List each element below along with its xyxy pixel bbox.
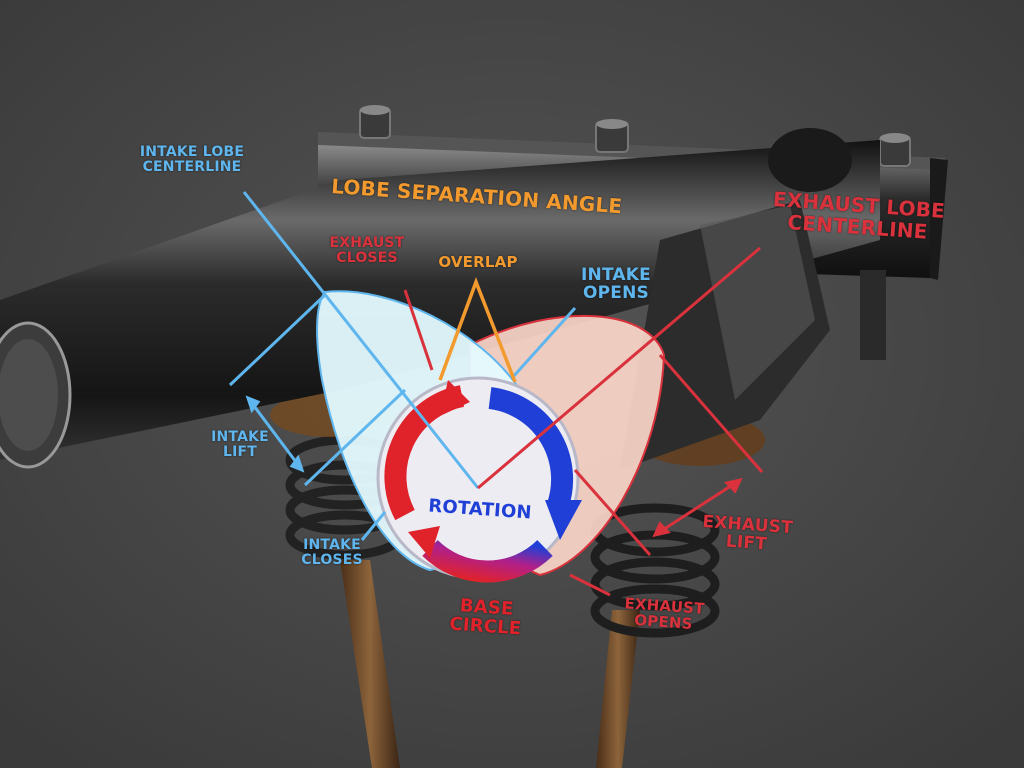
intake-closes-label: INTAKE CLOSES [292,537,372,569]
exhaust-closes-line-2: CLOSES [336,250,398,267]
valve-stems [340,560,640,768]
exhaust-closes-line-1: EXHAUST [329,235,405,251]
exhaust-annotation-lines [403,246,764,597]
exhaust-cam-lobe-body [620,200,830,470]
rotation-arrow-red [384,380,470,521]
overlap-label: OVERLAP [428,254,528,270]
base-circle [376,376,580,580]
intake-lift-label: INTAKE LIFT [204,429,276,461]
overlap-text: OVERLAP [438,253,518,271]
intake-opens-line-1: INTAKE [581,265,651,285]
overlap-chevron [438,277,517,383]
intake-annotation-lines [228,191,577,541]
intake-lift-line-2: LIFT [222,444,258,461]
intake-lobe-centerline-line-1: INTAKE LOBE [139,144,245,160]
intake-lobe-centerline-label: INTAKE LOBE CENTERLINE [128,144,256,176]
exhaust-lift-label: EXHAUST LIFT [691,512,803,556]
intake-lift-line-1: INTAKE [211,429,269,445]
camshaft [0,128,880,469]
intake-opens-label: INTAKE OPENS [566,266,666,303]
exhaust-spring [590,503,720,638]
rotation-arrow-gradient [408,526,553,583]
intake-closes-line-1: INTAKE [303,537,361,553]
rotation-arrow-blue [488,387,582,540]
exhaust-closes-label: EXHAUST CLOSES [322,235,412,267]
intake-closes-line-2: CLOSES [301,552,363,569]
intake-lobe-centerline-line-2: CENTERLINE [142,159,242,176]
intake-opens-line-2: OPENS [583,283,649,304]
base-circle-label: BASE CIRCLE [435,595,537,641]
